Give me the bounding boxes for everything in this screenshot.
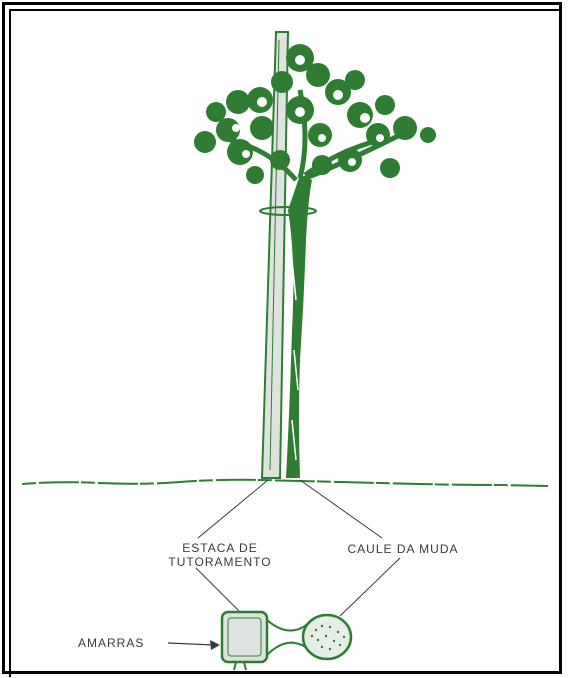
estaca-label: ESTACA DE TUTORAMENTO bbox=[150, 541, 290, 569]
amarras-arrow bbox=[168, 640, 220, 650]
caule-label: CAULE DA MUDA bbox=[318, 542, 488, 556]
caule-pointer-line bbox=[300, 480, 382, 538]
caule-to-detail-line bbox=[340, 558, 400, 616]
estaca-label-line1: ESTACA DE bbox=[150, 541, 290, 555]
seedling-trunk bbox=[286, 175, 312, 478]
ground-line bbox=[22, 480, 548, 486]
seedling-canopy bbox=[194, 44, 436, 184]
amarras-label: AMARRAS bbox=[78, 636, 168, 650]
estaca-to-detail-line bbox=[196, 568, 240, 612]
estaca-pointer-line bbox=[198, 480, 268, 538]
cross-section-detail bbox=[222, 612, 351, 670]
estaca-label-line2: TUTORAMENTO bbox=[150, 555, 290, 569]
